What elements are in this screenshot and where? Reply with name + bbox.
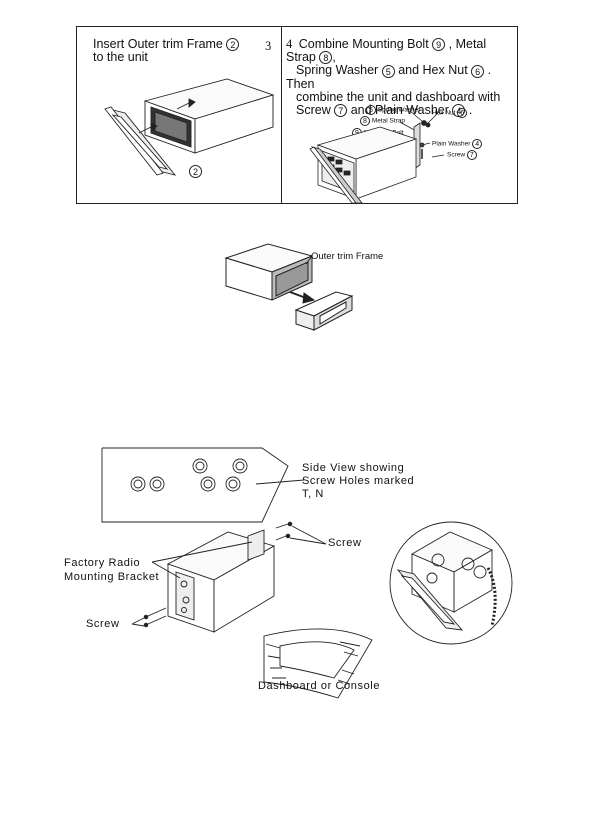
- step4-circle-5: 5: [381, 64, 395, 78]
- outer-trim-illustration: [224, 243, 354, 331]
- step4-line3: combine the unit and dashboard with: [296, 89, 501, 104]
- side-view-line3: T, N: [302, 488, 324, 500]
- label-screw: Screw 7: [447, 150, 477, 160]
- step2-title-circle: 2: [226, 38, 240, 52]
- label-spring-washer: 5 Spring Washer: [366, 105, 421, 115]
- step4-line1a: Combine Mounting Bolt: [298, 37, 429, 51]
- mounting-bracket-illustration: [131, 521, 373, 699]
- step4-illustration: [309, 110, 445, 204]
- step4-line4a: Screw: [296, 102, 331, 117]
- dashboard-shape: [263, 628, 373, 699]
- hex-nut-text: Hex Nut: [432, 109, 456, 117]
- step3-number: 3: [265, 39, 272, 53]
- step2-illustration: [104, 78, 275, 176]
- step4-line2b: and Hex Nut: [398, 63, 468, 78]
- step4-line1-end: ,: [332, 50, 336, 65]
- step4-line4b: and Plain Washer: [350, 102, 449, 117]
- step4-text: 4 Combine Mounting Bolt 9 , Metal Strap …: [286, 37, 518, 117]
- factory-line2: Mounting Bracket: [64, 571, 160, 583]
- step4-line2-end: . Then: [286, 63, 492, 91]
- step4-panel: 4 Combine Mounting Bolt 9 , Metal Strap …: [281, 26, 518, 204]
- step2-bottom-circle: 2: [189, 165, 202, 178]
- label-plain-washer: Plain Washer 4: [432, 139, 483, 149]
- step4-circle-6: 6: [471, 64, 485, 78]
- side-view-panel: [101, 447, 305, 523]
- side-view-caption: Side View showing Screw Holes marked T, …: [302, 462, 414, 501]
- detail-circle-illustration: [389, 521, 513, 645]
- step4-line4-end: .: [468, 102, 473, 117]
- screw-num: 7: [466, 150, 477, 160]
- step4-circle-9: 9: [432, 38, 446, 52]
- plain-washer-text: Plain Washer: [432, 140, 471, 148]
- step4-number: 4: [286, 37, 293, 51]
- hex-nut-num: 6: [457, 108, 468, 118]
- plain-washer-num: 4: [472, 139, 483, 149]
- outer-trim-label: Outer trim Frame: [311, 251, 384, 262]
- factory-line1: Factory Radio: [64, 557, 141, 569]
- screw-text: Screw: [447, 151, 466, 159]
- step4-line2a: Spring Washer: [296, 63, 379, 78]
- step4-line1b: , Metal Strap: [286, 37, 487, 65]
- metal-strap-num: 8: [360, 116, 370, 126]
- step2-panel: Insert Outer trim Frame 2 to the unit 3: [76, 26, 282, 204]
- step4-circle-7: 7: [334, 103, 348, 117]
- spring-washer-num: 5: [366, 105, 376, 115]
- step2-title-line1: Insert Outer trim Frame: [93, 37, 223, 51]
- screw-top-label: Screw: [328, 537, 362, 549]
- factory-bracket-label: Factory Radio Mounting Bracket: [64, 556, 159, 584]
- label-metal-strap: 8 Metal Strap: [360, 116, 405, 126]
- step2-title: Insert Outer trim Frame 2 to the unit: [93, 38, 283, 64]
- metal-strap-text: Metal Strap: [371, 117, 406, 125]
- step2-title-line2: to the unit: [93, 50, 148, 65]
- side-view-line1: Side View showing: [302, 462, 405, 474]
- screw-holes: [130, 458, 248, 492]
- dashboard-label: Dashboard or Console: [258, 680, 381, 692]
- label-hex-nut: Hex Nut 6: [432, 108, 468, 118]
- spring-washer-text: Spring Washer: [377, 106, 421, 114]
- side-view-line2: Screw Holes marked: [302, 475, 415, 487]
- screw-left-label: Screw: [86, 618, 120, 630]
